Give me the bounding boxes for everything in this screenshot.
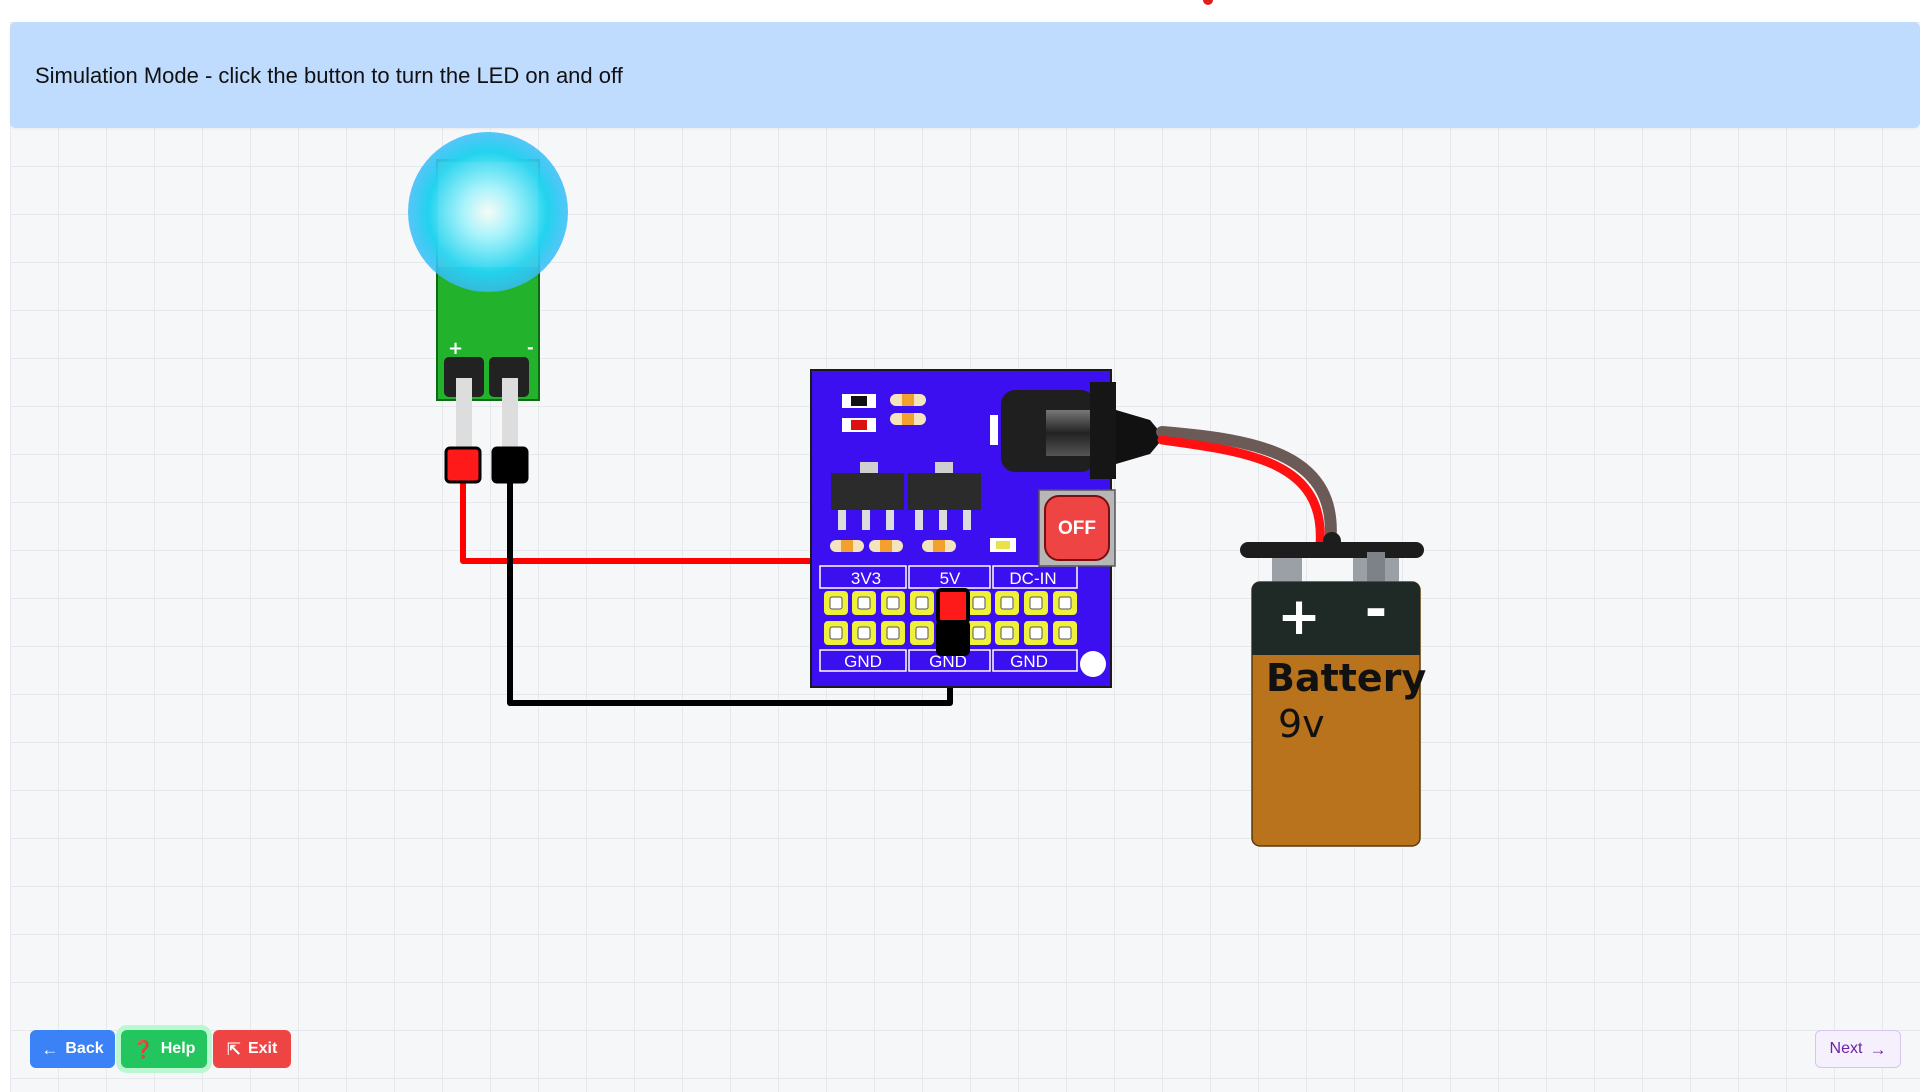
next-button[interactable]: Next → — [1815, 1030, 1901, 1068]
dc-plug-icon — [1116, 410, 1160, 464]
led-light-icon — [408, 132, 568, 292]
battery-plus-symbol: + — [1277, 587, 1321, 647]
exit-button-label: Exit — [247, 1040, 278, 1057]
smd-part — [851, 396, 867, 406]
board-notch — [990, 415, 998, 445]
arrow-right-icon: → — [1869, 1039, 1887, 1059]
off-button[interactable] — [1044, 495, 1110, 561]
header-label-frame — [992, 565, 1078, 589]
back-button-label: Back — [65, 1040, 104, 1057]
header-pin-hole — [1000, 626, 1014, 640]
header-pin-hole — [886, 596, 900, 610]
header-label-frame — [819, 565, 907, 589]
header-pin-hole — [829, 596, 843, 610]
regulator-right — [908, 462, 981, 530]
top-indicator-dot — [1203, 0, 1213, 5]
battery-minus-symbol: - — [1365, 578, 1387, 641]
battery-label: Battery — [1266, 656, 1426, 700]
battery-cable-positive — [1157, 435, 1325, 550]
header-label-gnd-3: GND — [1010, 652, 1048, 671]
smd-part — [902, 413, 914, 425]
header-pin-hole — [1029, 626, 1043, 640]
led-plus-label: + — [448, 338, 463, 359]
dc-jack-flange — [1090, 382, 1116, 479]
power-indicator-led — [996, 541, 1010, 549]
power-switch[interactable]: OFF — [1038, 489, 1116, 567]
led-pin-minus — [502, 378, 518, 450]
header-label-dc-in: DC-IN — [1009, 569, 1056, 588]
header-label-frame — [819, 649, 907, 672]
battery-terminal-plus — [1272, 558, 1302, 584]
exit-button[interactable]: ⇱ Exit — [213, 1030, 291, 1068]
battery-terminal-minus — [1367, 552, 1385, 588]
module-positive-connector[interactable] — [936, 588, 970, 624]
smd-part — [851, 420, 867, 430]
led-lens — [438, 162, 538, 267]
header-label-3v3: 3V3 — [851, 569, 881, 588]
cable-clip-joint — [1323, 532, 1341, 550]
wire-positive-connector[interactable] — [444, 446, 482, 484]
battery-top-band — [1252, 582, 1420, 655]
led-module[interactable]: + - — [408, 132, 568, 450]
help-button-label: Help — [160, 1040, 196, 1057]
smd-part — [841, 540, 853, 552]
header-pin-hole — [915, 596, 929, 610]
arrow-left-icon: ← — [41, 1039, 59, 1059]
regulator-left — [831, 462, 904, 530]
led-header-minus — [489, 357, 529, 397]
next-button-label: Next — [1829, 1040, 1863, 1057]
header-pin-hole — [915, 626, 929, 640]
led-minus-label: - — [527, 338, 534, 357]
header-pin-hole — [857, 626, 871, 640]
battery[interactable]: + - Battery 9v — [1240, 542, 1426, 847]
header-label-frame — [992, 649, 1078, 672]
header-label-gnd-2: GND — [929, 652, 967, 671]
dc-jack-socket — [1046, 410, 1092, 456]
smd-part — [933, 540, 945, 552]
back-button[interactable]: ← Back — [30, 1030, 115, 1068]
header-pin-hole — [886, 626, 900, 640]
instruction-banner: Simulation Mode - click the button to tu… — [10, 22, 1920, 128]
off-button-label: OFF — [1058, 518, 1096, 539]
battery-cable-negative — [1156, 426, 1337, 551]
header-pin-hole — [857, 596, 871, 610]
module-negative-connector[interactable] — [936, 620, 970, 656]
banner-text: Simulation Mode - click the button to tu… — [35, 63, 623, 88]
header-pin-hole — [1029, 596, 1043, 610]
header-label-5v: 5V — [940, 569, 961, 588]
smd-part — [880, 540, 892, 552]
help-button[interactable]: ❓ Help — [121, 1030, 207, 1068]
led-header-plus — [444, 357, 484, 397]
led-pin-plus — [456, 378, 472, 450]
exit-icon: ⇱ — [226, 1039, 241, 1059]
wire-negative-connector[interactable] — [491, 446, 529, 484]
header-pin-hole — [1058, 626, 1072, 640]
header-pin-hole — [972, 596, 986, 610]
mounting-hole — [1080, 651, 1106, 677]
header-pin-hole — [972, 626, 986, 640]
dc-jack — [1001, 382, 1160, 479]
header-pin-hole — [1000, 596, 1014, 610]
header-pin-hole — [1058, 596, 1072, 610]
smd-part — [902, 394, 914, 406]
battery-voltage: 9v — [1278, 702, 1325, 746]
header-label-gnd-1: GND — [844, 652, 882, 671]
question-circle-icon: ❓ — [132, 1039, 154, 1059]
header-pin-hole — [829, 626, 843, 640]
